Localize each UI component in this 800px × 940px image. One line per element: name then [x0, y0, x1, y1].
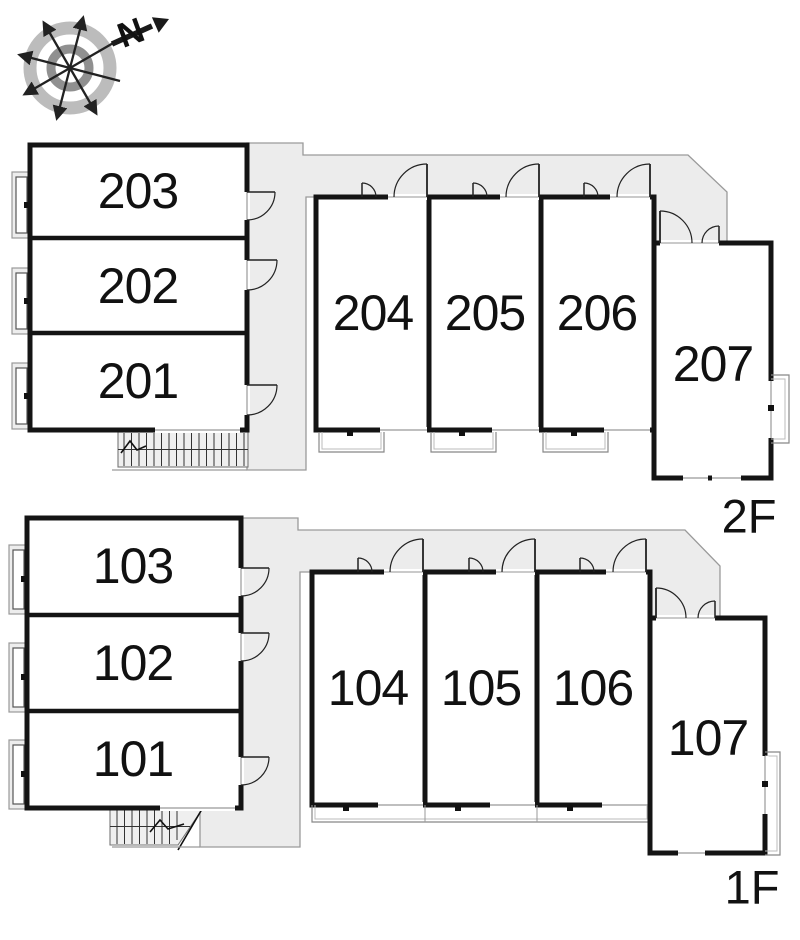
room-205-label: 205: [444, 285, 526, 341]
room-204-label: 204: [332, 285, 414, 341]
door-arc-207: [659, 210, 720, 244]
floor-1f-label: 1F: [724, 860, 780, 914]
room-107: [647, 587, 781, 856]
room-block-104-106: [309, 569, 653, 808]
room-202-label: 202: [97, 258, 179, 314]
door-arc-101: [240, 756, 270, 786]
door-arc-104: [357, 538, 424, 573]
staircase-2f: [112, 431, 249, 471]
north-arrow-icon: [110, 17, 169, 47]
room-101-label: 101: [92, 731, 174, 787]
room-block-101-103: [24, 515, 244, 811]
floor-2f-label: 2F: [721, 489, 777, 543]
room-107-label: 107: [667, 710, 749, 766]
compass-rose-icon: [17, 15, 169, 121]
door-arc-103: [240, 567, 270, 597]
room-201-label: 201: [97, 353, 179, 409]
door-arc-105: [468, 538, 536, 573]
door-arc-107: [655, 587, 716, 619]
terrace-1f-bottom: [311, 805, 651, 823]
door-arc-203: [246, 191, 276, 221]
room-105-label: 105: [440, 660, 522, 716]
door-arc-205: [472, 163, 540, 198]
room-102-label: 102: [92, 635, 174, 691]
door-arc-106: [579, 538, 647, 573]
staircase-1f: [109, 803, 206, 851]
terrace-107: [762, 751, 781, 856]
room-block-2f-right: [313, 163, 657, 453]
balcony-207: [768, 374, 790, 444]
room-block-2f-left: [27, 142, 278, 433]
door-arc-202: [246, 259, 278, 291]
balconies-2f-bottom: [318, 432, 609, 453]
room-block-1f-left: [24, 515, 270, 811]
door-arc-204: [361, 163, 428, 198]
door-arc-102: [240, 632, 270, 662]
balconies-2f-left: [11, 171, 31, 430]
floor-2f: [11, 142, 790, 481]
room-207: [651, 210, 790, 481]
room-103-label: 103: [92, 538, 174, 594]
room-104-label: 104: [327, 660, 409, 716]
room-203-label: 203: [97, 163, 179, 219]
room-block-1f-right: [309, 538, 653, 823]
room-106-label: 106: [552, 660, 634, 716]
door-arc-206: [583, 163, 651, 198]
door-arc-201: [246, 384, 278, 416]
room-207-label: 207: [672, 336, 754, 392]
room-block-201-203: [27, 142, 250, 433]
room-206-label: 206: [556, 285, 638, 341]
floor-1f: [8, 515, 781, 856]
room-block-204-206: [313, 194, 657, 433]
